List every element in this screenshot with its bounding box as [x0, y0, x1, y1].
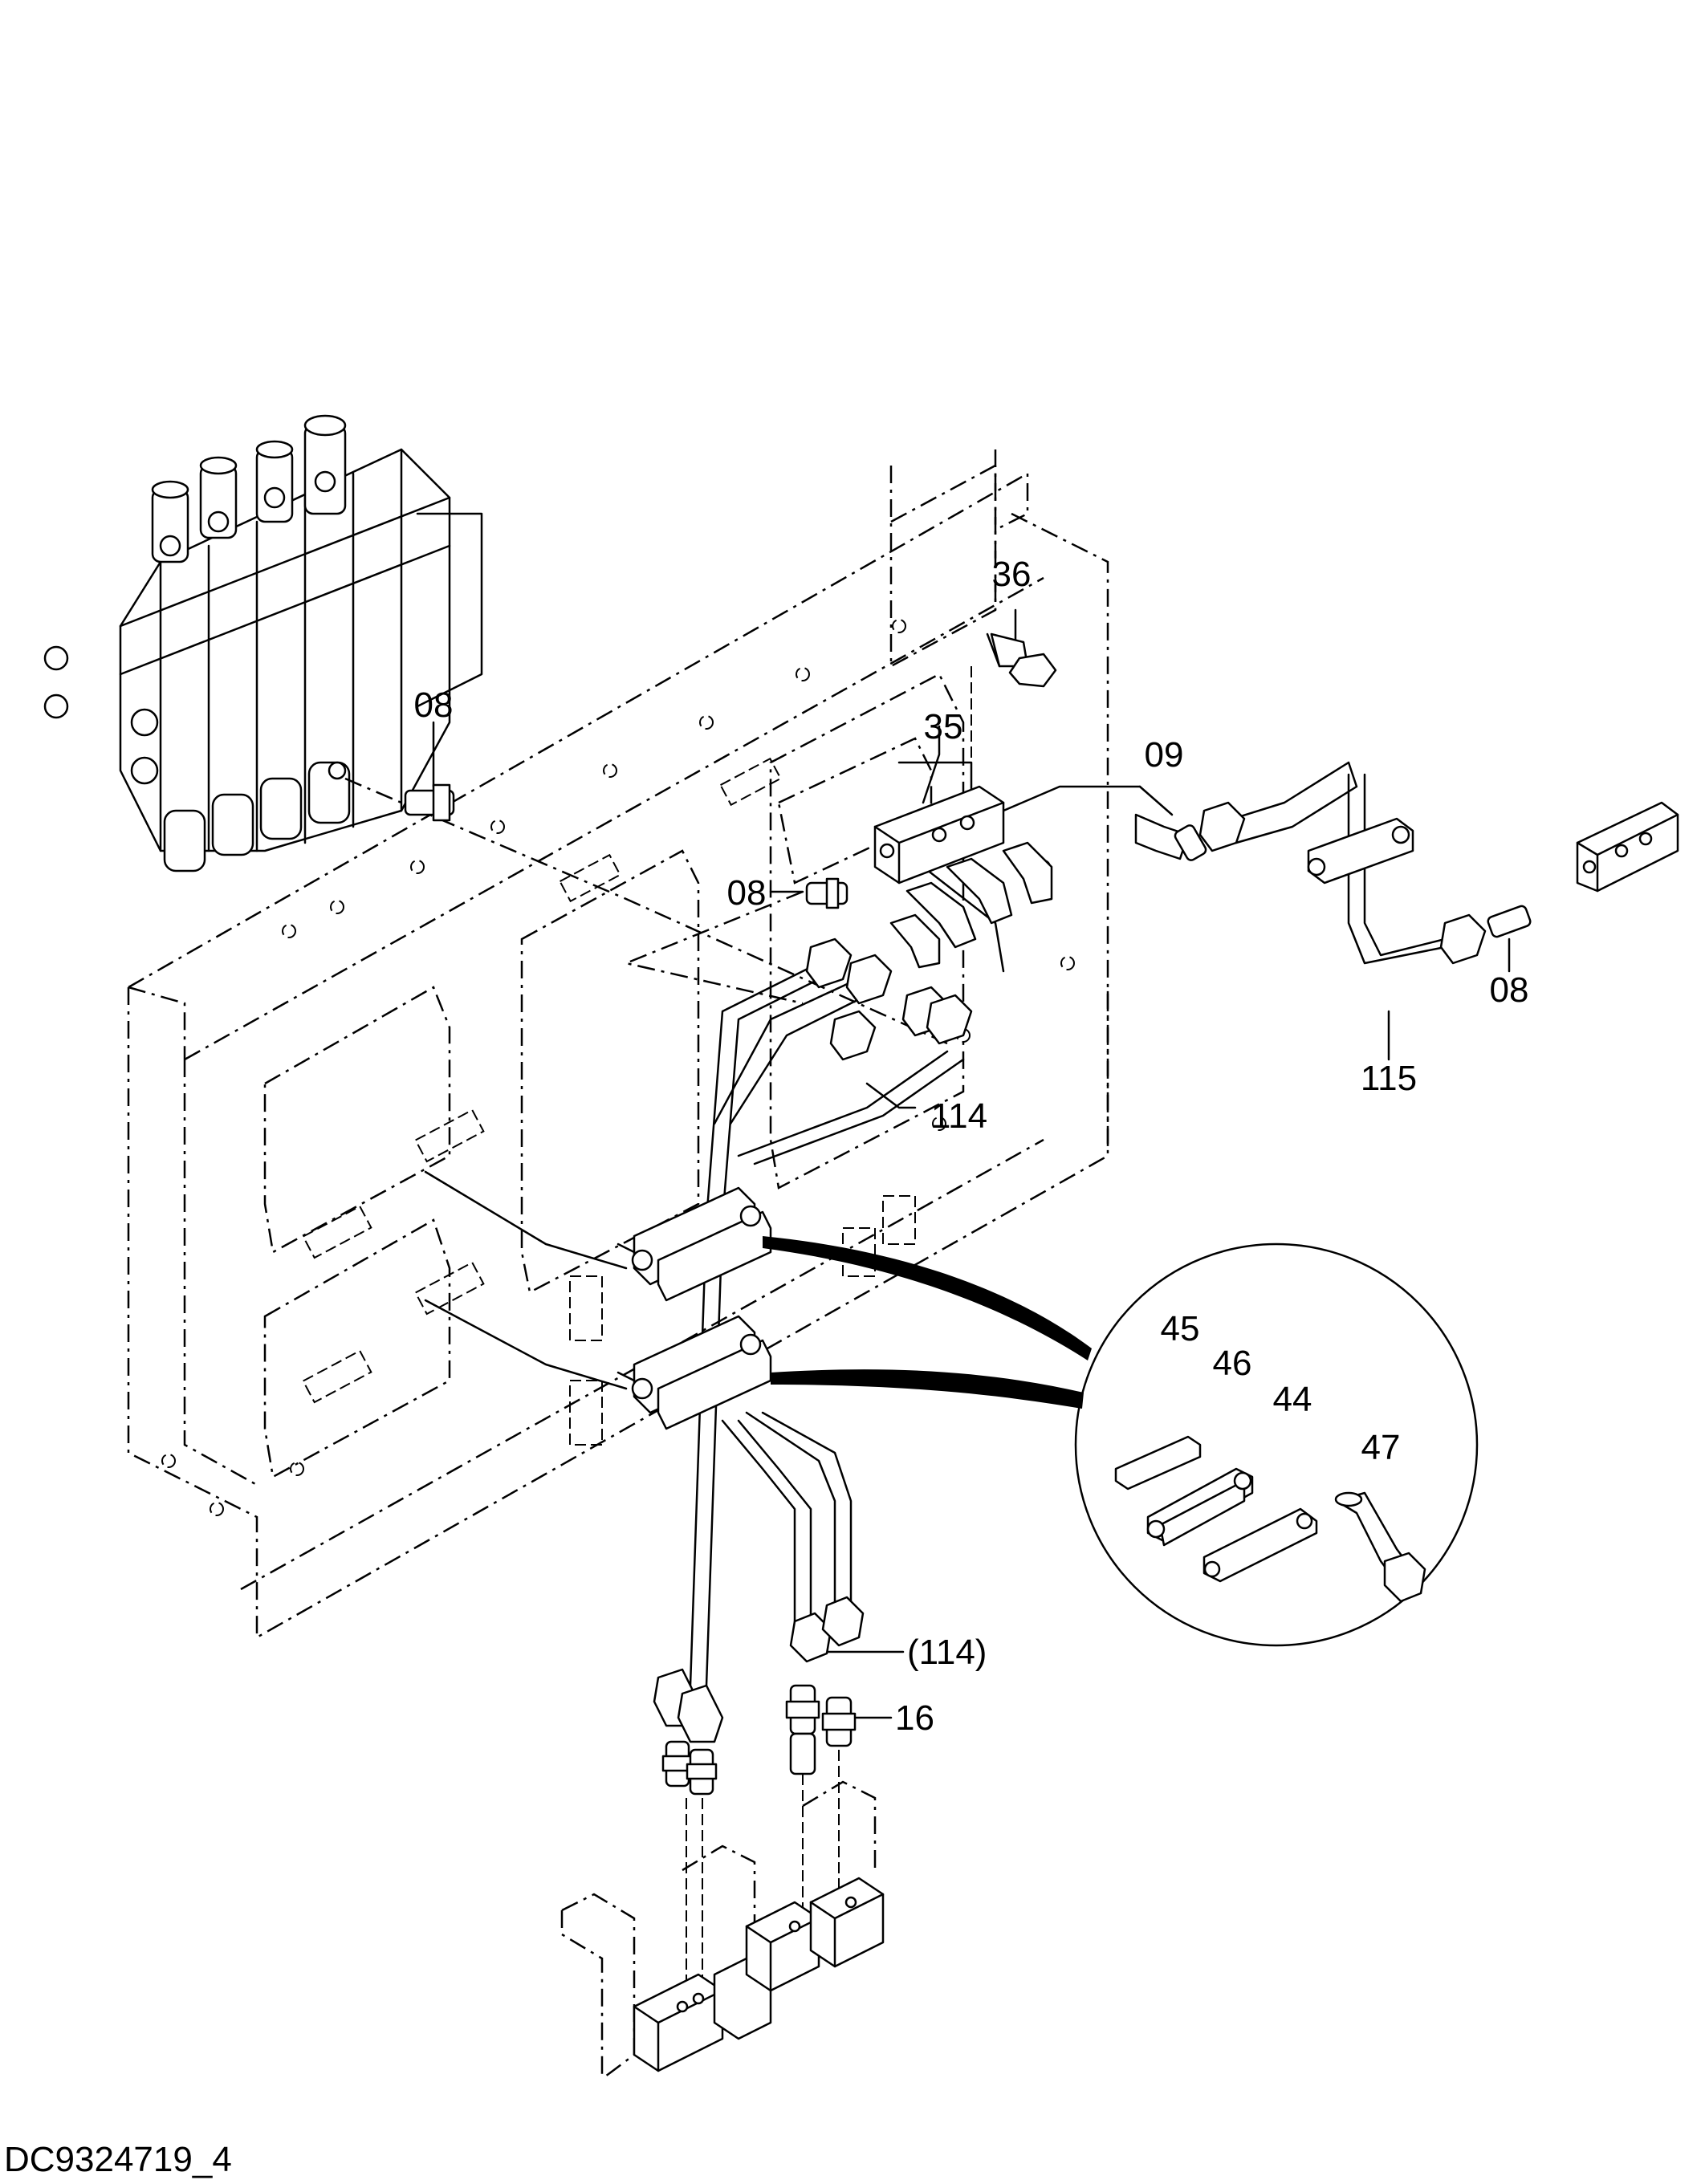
- hose-clamps: [617, 1186, 1092, 1430]
- label-36: 36: [992, 555, 1032, 594]
- label-115: 115: [1361, 1059, 1417, 1098]
- leader-lines: [344, 608, 1511, 1719]
- control-valve: [43, 414, 483, 872]
- detail-view: [1074, 1242, 1479, 1647]
- label-08-right: 08: [1490, 970, 1529, 1010]
- lower-assembly: [560, 1684, 885, 2080]
- label-47: 47: [1361, 1428, 1401, 1467]
- label-08-mid: 08: [727, 873, 767, 913]
- label-09: 09: [1145, 735, 1184, 775]
- label-114: 114: [931, 1096, 987, 1136]
- fittings: [404, 632, 1679, 965]
- label-35: 35: [924, 707, 963, 746]
- label-46: 46: [1213, 1344, 1252, 1383]
- part-labels: 36 08 35 09 08 08 115 114 45 46 44 47 (1…: [414, 555, 1529, 1738]
- label-08-valve: 08: [414, 685, 454, 725]
- label-16: 16: [895, 1698, 934, 1738]
- hose-bundle: [653, 841, 1053, 1743]
- label-114-ref: (114): [907, 1633, 987, 1672]
- frame-outline: [127, 449, 1109, 1640]
- label-44: 44: [1273, 1380, 1312, 1419]
- drawing-number: DC9324719_4: [4, 2140, 232, 2179]
- label-45: 45: [1161, 1309, 1200, 1348]
